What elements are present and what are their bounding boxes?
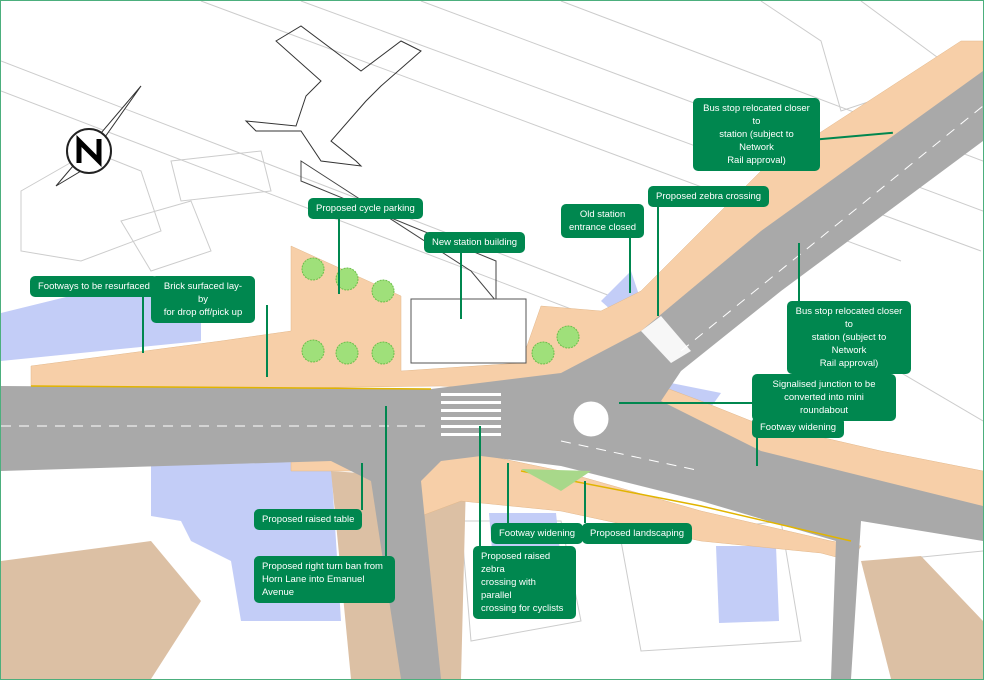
callout-signalised-junction: Signalised junction to be converted into… [752,374,896,421]
callout-new-station: New station building [424,232,526,253]
north-arrow-icon [55,85,142,187]
callout-cycle-parking: Proposed cycle parking [308,198,423,219]
platform-outline [244,25,422,167]
zebra-crossings [441,316,691,436]
callout-raised-zebra: Proposed raised zebra crossing with para… [473,546,576,619]
callout-right-turn-ban: Proposed right turn ban from Horn Lane i… [254,556,395,603]
callout-bus-stop-mid: Bus stop relocated closer to station (su… [787,301,911,374]
callout-landscaping: Proposed landscaping [582,523,693,544]
mini-roundabout [573,401,609,437]
callout-bus-stop-top: Bus stop relocated closer to station (su… [693,98,820,171]
callout-raised-table: Proposed raised table [254,509,363,530]
callout-brick-layby: Brick surfaced lay-by for drop off/pick … [151,276,255,323]
trees [301,257,580,365]
landscaping-area [521,469,591,491]
callout-footway-widening-bottom: Footway widening [491,523,584,544]
callout-footways-resurfaced: Footways to be resurfaced [30,276,158,297]
callout-zebra-crossing: Proposed zebra crossing [648,186,770,207]
callout-footway-widening-right: Footway widening [752,417,845,438]
callout-old-entrance: Old station entrance closed [561,204,645,238]
new-station-building [410,298,527,364]
